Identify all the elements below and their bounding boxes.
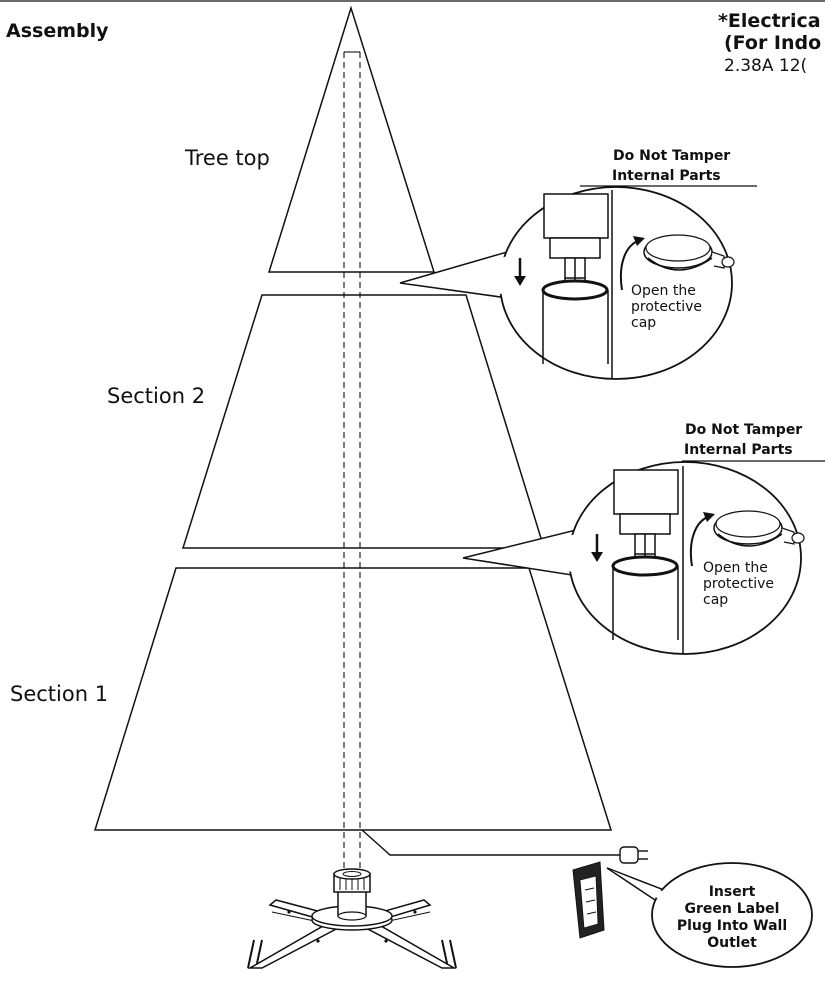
top-note-line-3: cap — [631, 315, 657, 331]
tree-top-label: Tree top — [185, 146, 270, 170]
plug-callout-line-1: Insert — [708, 884, 756, 900]
center-pole — [343, 51, 361, 875]
plug-callout-line-4: Outlet — [707, 935, 757, 951]
middle-note-line-2: protective — [703, 576, 774, 592]
top-note-line-1: Open the — [631, 283, 696, 299]
middle-note-line-1: Open the — [703, 560, 768, 576]
middle-note-line-3: cap — [703, 592, 729, 608]
middle-connector-detail — [462, 460, 825, 655]
middle-warning-line-1: Do Not Tamper — [685, 422, 803, 438]
plug-callout-line-3: Plug Into Wall — [676, 918, 788, 934]
section-1-shape — [93, 567, 613, 831]
plug-callout-bubble — [606, 862, 813, 968]
plug-callout-line-2: Green Label — [684, 901, 780, 917]
tree-stand — [247, 868, 457, 969]
green-label-tag — [572, 861, 605, 939]
power-cord — [361, 829, 648, 864]
top-note-line-2: protective — [631, 299, 702, 315]
tree-top-shape — [267, 5, 436, 273]
electrical-subheading: (For Indo — [724, 32, 822, 54]
page-title: Assembly — [6, 20, 109, 42]
electrical-rating: 2.38A 12( — [724, 56, 808, 76]
electrical-heading: *Electrica — [718, 10, 821, 32]
top-connector-detail — [399, 185, 757, 380]
top-warning-line-1: Do Not Tamper — [613, 148, 731, 164]
section-2-label: Section 2 — [107, 384, 206, 408]
middle-warning-line-2: Internal Parts — [684, 442, 793, 458]
top-warning-line-2: Internal Parts — [612, 168, 721, 184]
section-2-shape — [181, 294, 546, 549]
section-1-label: Section 1 — [10, 682, 109, 706]
